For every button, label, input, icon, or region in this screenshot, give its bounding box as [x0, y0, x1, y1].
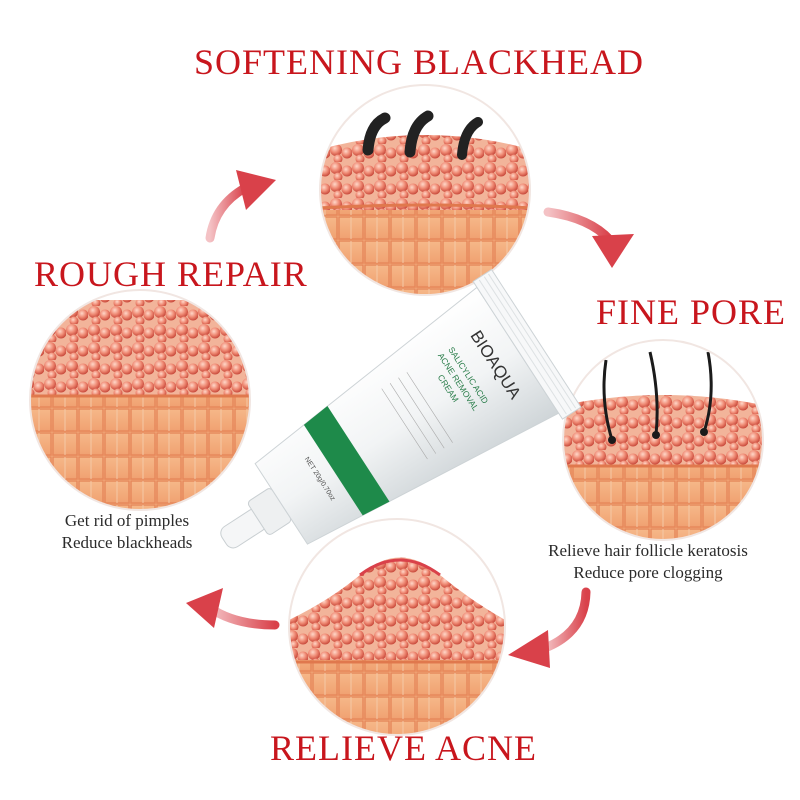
skin-circle-softening-blackhead: [320, 85, 530, 295]
caption-right-line1: Relieve hair follicle keratosis: [548, 541, 748, 560]
skin-circle-rough-repair: [30, 290, 250, 510]
caption-right-line2: Reduce pore clogging: [573, 563, 723, 582]
heading-softening-blackhead: SOFTENING BLACKHEAD: [194, 42, 644, 82]
arrow-icon-relieve-acne-to-rough: [186, 588, 280, 630]
arrow-icon-softening-to-fine-pore: [543, 207, 634, 268]
skin-circle-fine-pore: [563, 340, 763, 540]
heading-relieve-acne: RELIEVE ACNE: [270, 728, 537, 768]
skin-circle-relieve-acne: [289, 519, 505, 735]
caption-right: Relieve hair follicle keratosis Reduce p…: [522, 540, 774, 584]
caption-left-line1: Get rid of pimples: [64, 511, 190, 530]
product-tube-illustration: BIOAQUA SALICYLIC ACID ACNE REMOVAL CREA…: [220, 268, 582, 549]
arrow-icon-rough-to-softening: [205, 170, 276, 243]
heading-rough-repair: ROUGH REPAIR: [34, 254, 308, 294]
caption-left: Get rid of pimples Reduce blackheads: [32, 510, 222, 554]
arrow-icon-fine-pore-to-relieve-acne: [508, 587, 591, 668]
caption-left-line2: Reduce blackheads: [61, 533, 193, 552]
heading-fine-pore: FINE PORE: [596, 292, 787, 332]
